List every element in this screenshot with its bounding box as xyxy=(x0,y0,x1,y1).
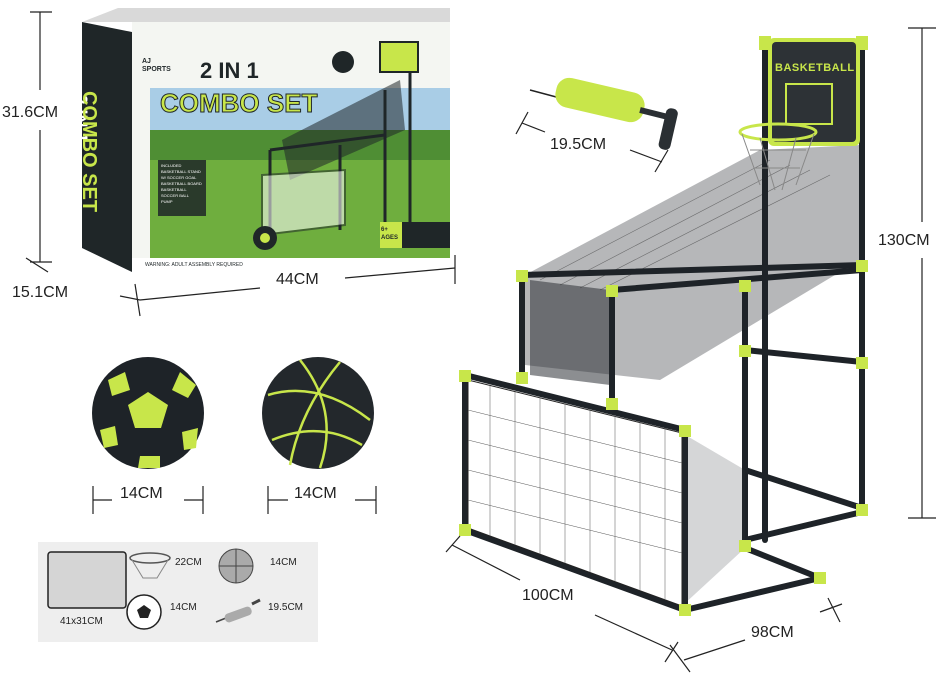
soccer-ball-illustration xyxy=(92,357,204,469)
box-title-line2: COMBO SET xyxy=(159,88,318,119)
includes-item: BASKETBALL BOARD xyxy=(161,181,202,186)
includes-item: BASKETBALL xyxy=(161,187,187,192)
product-box xyxy=(82,8,450,272)
box-brand-logo: AJ SPORTS xyxy=(142,58,171,73)
contents-hoop-label: 22CM xyxy=(175,557,202,568)
basketball-dimension-lines xyxy=(267,486,377,514)
stand-height-label: 130CM xyxy=(878,232,930,249)
box-age-badge: 6+ AGES xyxy=(381,227,399,241)
includes-item: W/ SOCCER GOAL xyxy=(161,175,197,180)
stand-dimension-lines xyxy=(445,27,936,673)
soccer-ball-dimension-lines xyxy=(92,486,204,514)
pump-dimension-lines xyxy=(515,111,669,173)
stand-length-label: 100CM xyxy=(522,587,574,604)
box-title-line1: 2 IN 1 xyxy=(200,58,259,83)
soccer-ball-size-label: 14CM xyxy=(120,485,163,502)
contents-soccer-ball-label: 14CM xyxy=(170,602,197,613)
box-width-label: 44CM xyxy=(276,271,319,288)
box-includes-list: INCLUDED BASKETBALL STAND W/ SOCCER GOAL… xyxy=(161,163,205,205)
pump-illustration xyxy=(529,77,678,150)
includes-item: BASKETBALL STAND xyxy=(161,169,201,174)
box-warning: WARNING: ADULT ASSEMBLY REQUIRED xyxy=(145,262,243,268)
pump-length-label: 19.5CM xyxy=(550,136,607,153)
box-side-title-line2: COMBO SET xyxy=(78,90,101,213)
includes-item: INCLUDED xyxy=(161,163,182,168)
basketball-illustration xyxy=(262,357,374,469)
stand-width-label: 98CM xyxy=(751,624,794,641)
contents-pump-label: 19.5CM xyxy=(268,602,304,613)
stand-illustration xyxy=(459,36,868,616)
includes-item: SOCCER BALL xyxy=(161,193,190,198)
backboard-label: BASKETBALL xyxy=(775,62,855,74)
contents-panel xyxy=(38,542,318,642)
box-height-label: 31.6CM xyxy=(2,104,59,121)
box-dimension-lines xyxy=(25,11,456,317)
contents-basketball-label: 14CM xyxy=(270,557,297,568)
contents-backboard-label: 41x31CM xyxy=(60,616,103,627)
basketball-size-label: 14CM xyxy=(294,485,337,502)
includes-item: PUMP xyxy=(161,199,173,204)
box-depth-label: 15.1CM xyxy=(12,284,69,301)
